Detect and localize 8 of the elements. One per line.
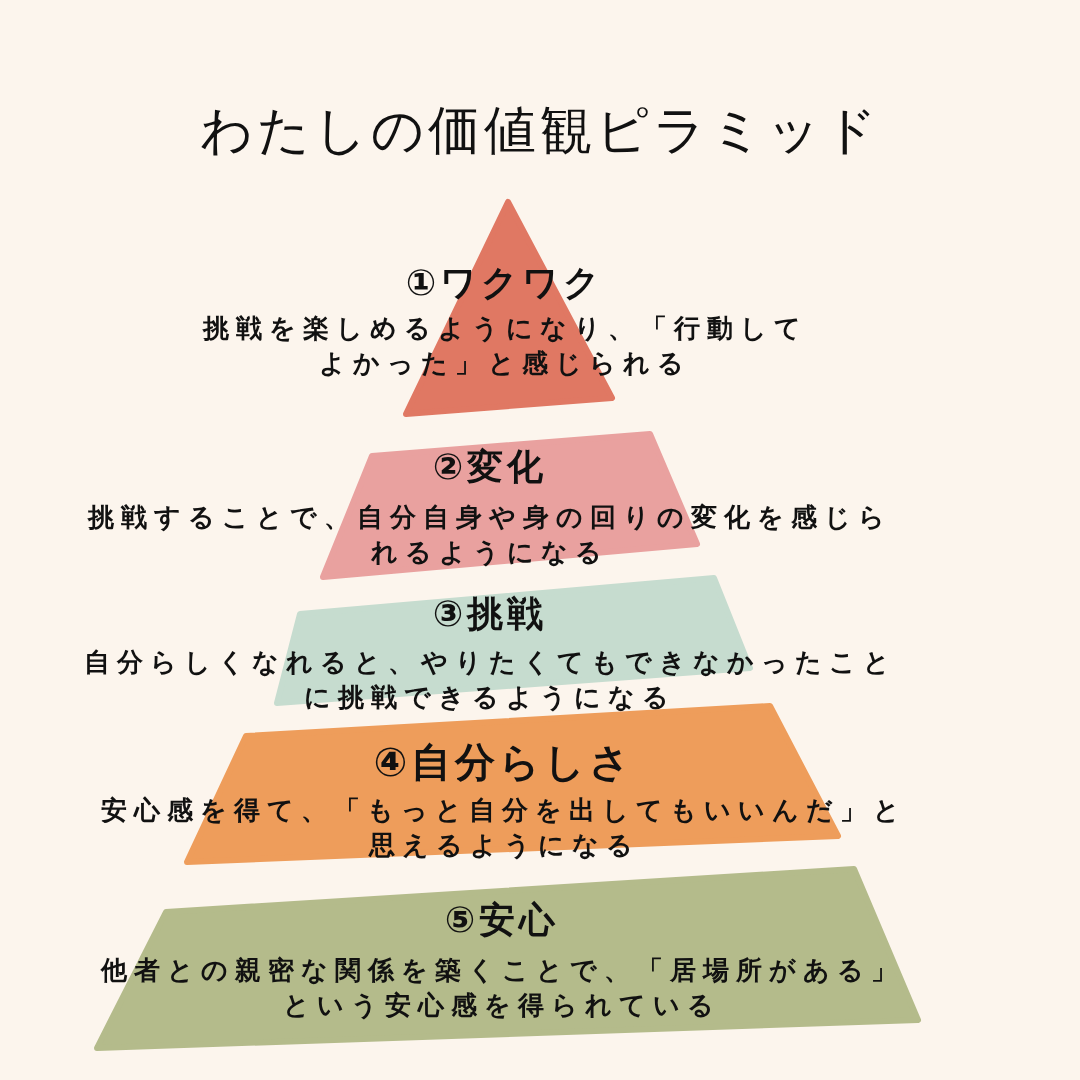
tier-description: 自分らしくなれると、やりたくてもできなかったことに挑戦できるようになる: [82, 645, 898, 714]
tier-heading: ⑤安心: [444, 898, 560, 942]
tier-heading: ③挑戦: [432, 592, 548, 636]
tier-heading: ②変化: [432, 445, 548, 489]
tier-heading: ④自分らしさ: [373, 738, 635, 786]
title: わたしの価値観ピラミッド: [199, 99, 881, 162]
tier-description: 他者との親密な関係を築くことで、「居場所がある」という安心感を得られている: [99, 953, 905, 1022]
tier-description: 挑戦することで、自分自身や身の回りの変化を感じられるようになる: [86, 500, 893, 569]
